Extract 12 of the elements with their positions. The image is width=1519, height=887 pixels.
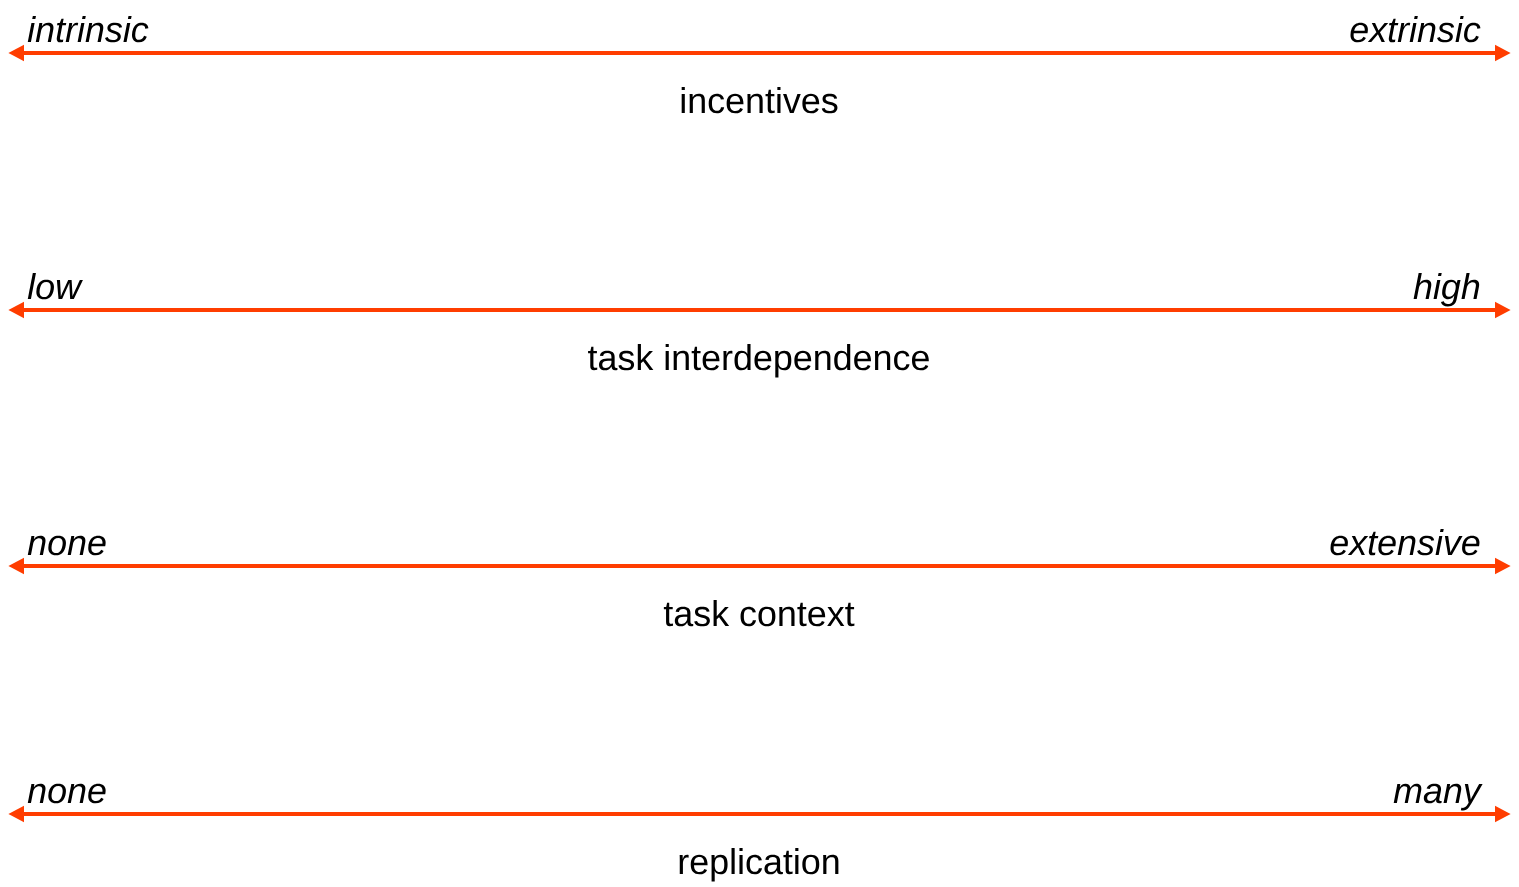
scale-end-label: extensive: [1330, 529, 1480, 556]
scale-title: task context: [663, 600, 855, 627]
scale-title: replication: [679, 848, 839, 882]
scale-title: task interdependence: [588, 344, 929, 378]
scale-end-label: intrinsic: [27, 16, 149, 43]
scale-end-label: low: [27, 273, 83, 300]
scale-end-label: high: [1413, 273, 1480, 307]
scale-end-label: none: [27, 783, 106, 804]
scale-title: incentives: [681, 87, 838, 114]
scale-end-label: many: [1393, 783, 1483, 811]
scale-end-label: none: [27, 535, 106, 556]
scale-end-label: extrinsic: [1350, 16, 1481, 43]
